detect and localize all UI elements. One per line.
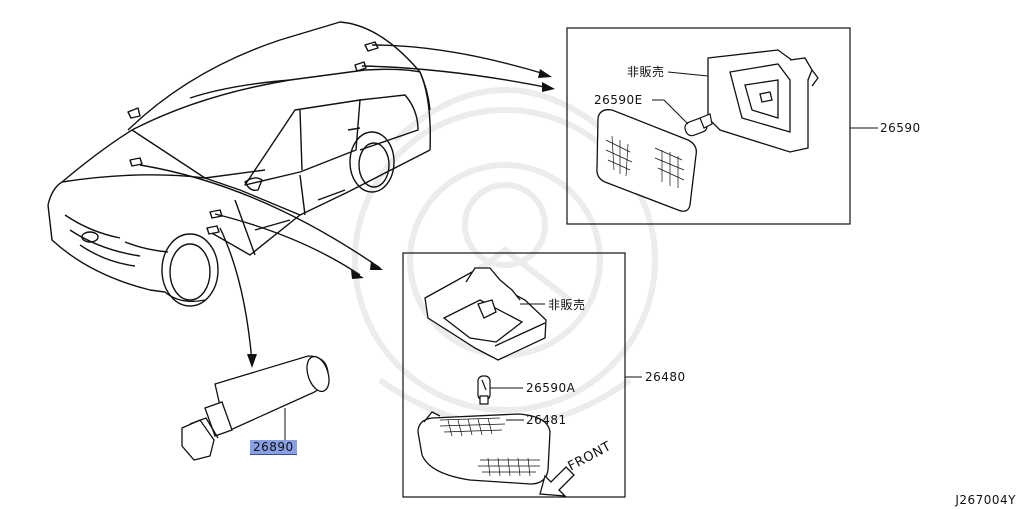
- top-box-leaders: [652, 71, 709, 125]
- label-part-26590: 26590: [880, 121, 921, 135]
- front-arrow: [539, 466, 575, 497]
- arrow-heads: [247, 69, 555, 368]
- label-part-26480: 26480: [645, 370, 686, 384]
- bulb-26590E: [684, 113, 713, 137]
- map-lamp-housing: [424, 267, 547, 361]
- leader-arrows: [139, 44, 551, 363]
- label-not-sold-bottom: 非販売: [548, 298, 586, 312]
- map-lens-pattern: [439, 417, 540, 477]
- label-part-26890: 26890: [250, 440, 297, 455]
- label-part-26481: 26481: [526, 413, 567, 427]
- label-part-26590E: 26590E: [594, 93, 643, 107]
- diagram-code: J267004Y: [955, 493, 1016, 507]
- car-illustration: [47, 21, 431, 307]
- lens-pattern: [605, 135, 685, 188]
- label-part-26590A: 26590A: [526, 381, 576, 395]
- bottom-box-leaders: [490, 303, 545, 421]
- lamp-assembly-box-26590: [566, 27, 851, 225]
- bulb-26590A: [477, 375, 491, 405]
- tool-26890: [181, 355, 330, 461]
- lamp-assembly-box-26480: [402, 252, 626, 498]
- label-not-sold-top: 非販売: [627, 65, 665, 79]
- lamp-housing: [707, 49, 819, 153]
- lamp-lens-top: [596, 109, 697, 212]
